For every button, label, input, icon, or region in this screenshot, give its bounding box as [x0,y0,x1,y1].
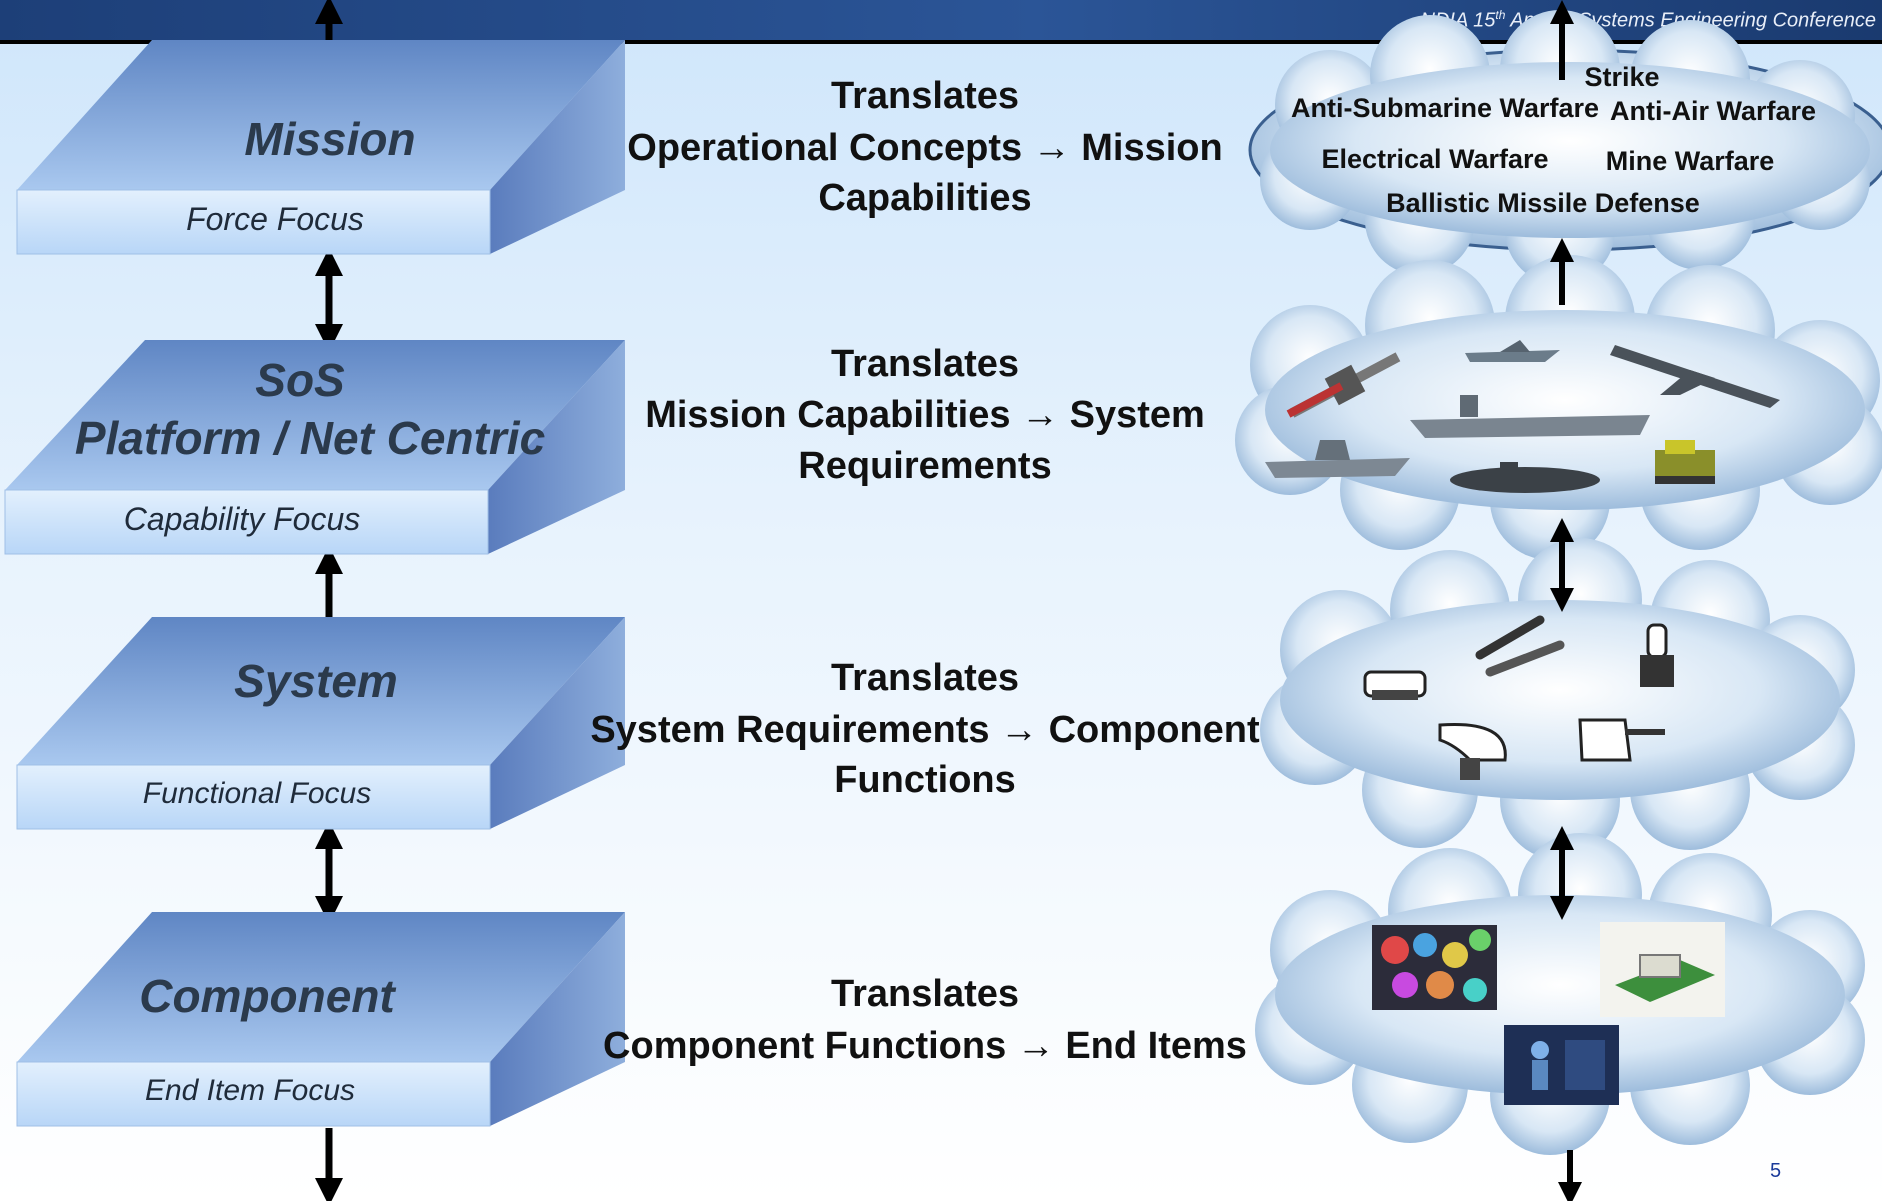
cloud-label-strike: Strike [1584,62,1659,92]
translation-mapping: Mission Capabilities → System [645,394,1205,436]
layer-sos: SoS Platform / Net Centric Capability Fo… [4,340,625,555]
mission-cloud: Strike Anti-Submarine Warfare Anti-Air W… [1248,10,1882,285]
system-cloud [1260,538,1855,860]
translation-mapping: Component Functions → End Items [603,1025,1247,1067]
layer-subtitle: Capability Focus [124,501,361,537]
layer-front-face [4,489,489,555]
translation-heading: Translates [831,343,1019,385]
layer-subtitle: End Item Focus [145,1074,355,1107]
layer-top-face [5,340,625,490]
layer-front-face [16,764,491,830]
layer-subtitle: Functional Focus [143,777,371,810]
layer-top-face [17,40,625,190]
translation-tail: Capabilities [818,177,1031,219]
cloud-label-mine: Mine Warfare [1606,146,1775,176]
layer-front-face [16,189,491,255]
missile-icon [1475,615,1565,677]
layer-front-face [16,1061,491,1127]
cloud-label-bmd: Ballistic Missile Defense [1386,188,1700,218]
layer-system: System Functional Focus [16,617,625,830]
layer-title: SoS [255,354,345,406]
technician-photo [1504,1025,1619,1105]
translation-4: Translates Component Functions → End Ite… [603,973,1247,1067]
layer-title: Platform / Net Centric [75,412,545,464]
translation-1: Translates Operational Concepts → Missio… [627,75,1222,219]
translation-heading: Translates [831,657,1019,699]
destroyer-ship-icon [1265,440,1410,478]
launcher-icon [1640,623,1674,687]
layer-title: System [234,655,398,707]
sonar-dome-icon [1438,722,1507,780]
cloud-arrows [1550,0,1582,1201]
translation-heading: Translates [831,75,1019,117]
translation-heading: Translates [831,973,1019,1015]
layer-side-face [490,912,625,1126]
translation-2: Translates Mission Capabilities → System… [645,343,1205,487]
submarine-icon [1450,462,1600,493]
cloud-label-asw: Anti-Submarine Warfare [1291,93,1599,123]
translation-mapping: Operational Concepts → Mission [627,127,1222,169]
translation-tail: Functions [834,759,1016,801]
layer-side-face [490,40,625,254]
layer-subtitle: Force Focus [186,201,364,237]
aircraft-icon [1610,345,1780,408]
translation-3: Translates System Requirements → Compone… [590,657,1260,801]
layer-title: Mission [244,113,415,165]
aircraft-carrier-icon [1410,395,1650,438]
layer-side-face [488,340,625,554]
platform-cloud [1235,255,1882,560]
translation-tail: Requirements [798,445,1051,487]
layer-side-face [490,617,625,829]
layer-top-face [17,617,625,765]
layer-top-face [17,912,625,1062]
cables-photo [1372,925,1497,1010]
ground-vehicle-icon [1655,440,1715,484]
fighter-jet-icon [1465,340,1560,362]
cloud-label-ew: Electrical Warfare [1321,144,1548,174]
translation-mapping: System Requirements → Component [590,709,1260,751]
component-cloud [1255,833,1865,1155]
page-number: 5 [1770,1160,1782,1182]
circuit-board-photo [1600,922,1725,1017]
gun-mount-icon [1578,718,1665,762]
layer-component: Component End Item Focus [16,912,625,1127]
satellite-icon [1286,352,1401,418]
layer-mission: Mission Force Focus [16,40,625,255]
radar-icon [1363,670,1427,700]
cloud-label-aaw: Anti-Air Warfare [1610,96,1816,126]
layer-title: Component [139,970,396,1022]
